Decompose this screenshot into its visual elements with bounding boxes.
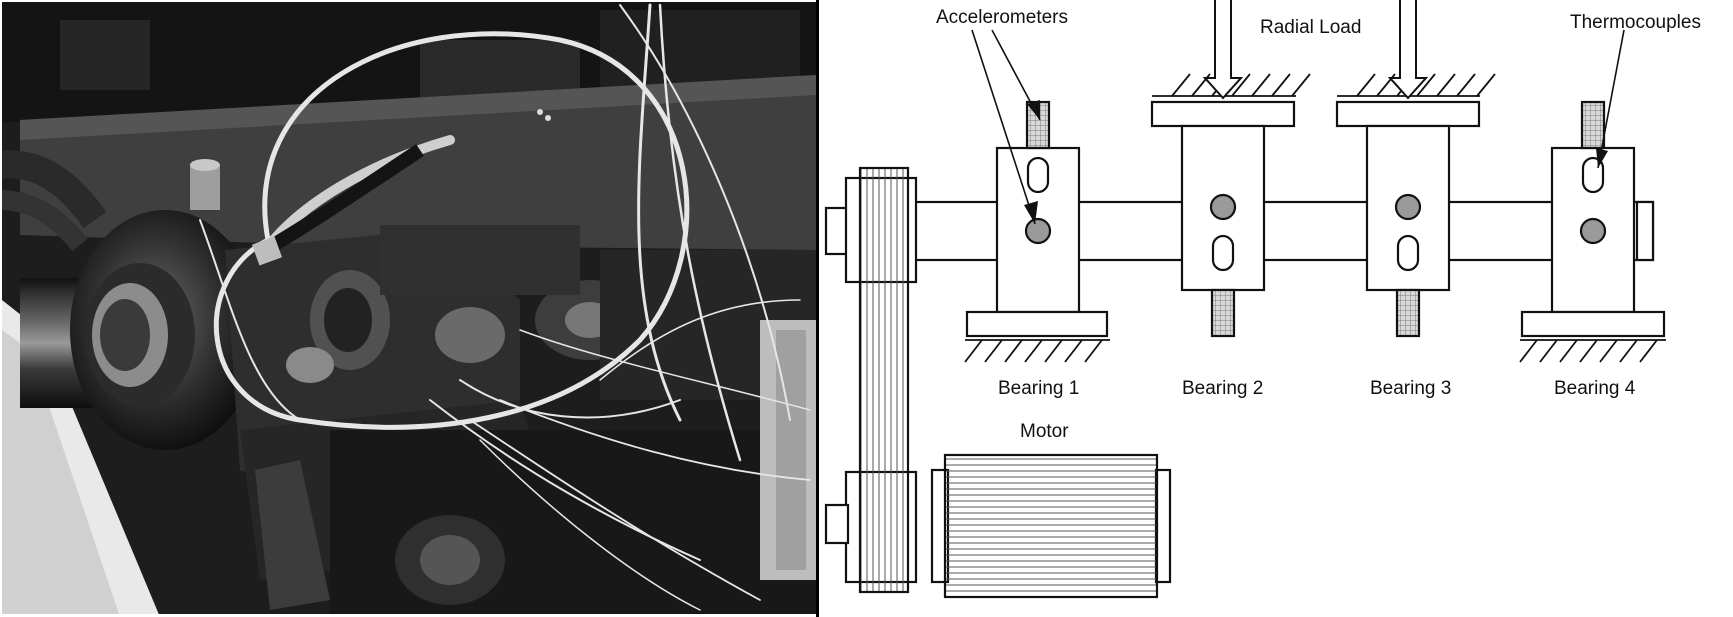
thermocouple-hole	[1213, 236, 1233, 270]
thermocouple-hole	[1028, 158, 1048, 192]
accelerometer-sensor	[1396, 195, 1420, 219]
motor	[932, 455, 1170, 597]
bearing-4-label: Bearing 4	[1554, 378, 1636, 399]
thermocouples-label: Thermocouples	[1570, 12, 1701, 33]
accelerometer-sensor	[1211, 195, 1235, 219]
bearing-1-label: Bearing 1	[998, 378, 1079, 399]
accelerometer-sensor	[1581, 219, 1605, 243]
panel-divider	[816, 0, 819, 617]
test-rig-photo	[0, 2, 816, 617]
motor-label: Motor	[1020, 421, 1069, 442]
ground-hatch-4	[1520, 340, 1666, 362]
bearing-2-label: Bearing 2	[1182, 378, 1263, 399]
bearing-3-label: Bearing 3	[1370, 378, 1451, 399]
thermocouple-hole	[1398, 236, 1418, 270]
radial-load-label: Radial Load	[1260, 17, 1361, 38]
radial-load-arrow-3	[1390, 0, 1426, 98]
accelerometers-label: Accelerometers	[936, 7, 1068, 28]
test-rig-schematic	[826, 0, 1666, 597]
ground-hatch-1	[965, 340, 1110, 362]
accelerometer-sensor	[1026, 219, 1050, 243]
radial-load-arrow-2	[1205, 0, 1241, 98]
